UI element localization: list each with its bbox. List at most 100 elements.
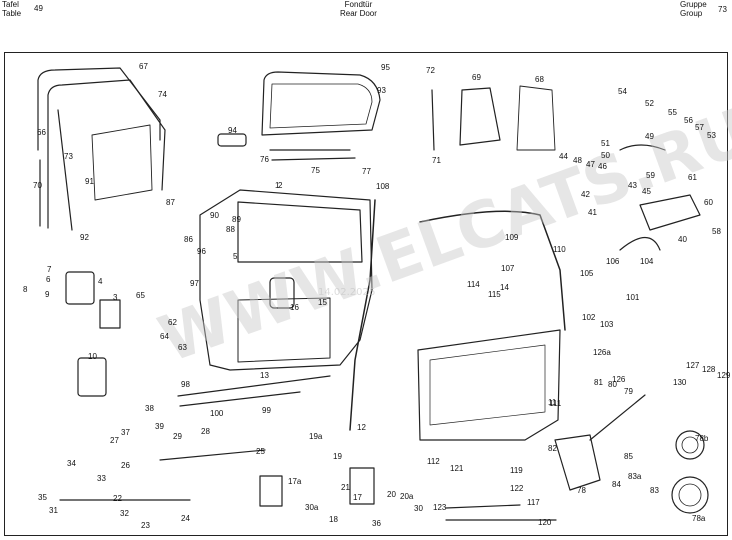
title-en: Rear Door bbox=[340, 9, 377, 18]
hinge-part bbox=[65, 271, 95, 305]
door-lock-part bbox=[259, 475, 283, 507]
callout-label: 89 bbox=[232, 215, 241, 224]
callout-label: 107 bbox=[501, 264, 515, 273]
callout-label: 114 bbox=[467, 280, 480, 289]
callout-label: 37 bbox=[121, 428, 130, 437]
diagram-frame bbox=[4, 52, 728, 536]
window-regulator-part bbox=[554, 434, 601, 491]
callout-label: 42 bbox=[581, 190, 590, 199]
callout-label: 40 bbox=[678, 235, 687, 244]
window-seal-part bbox=[47, 79, 166, 229]
callout-label: 84 bbox=[612, 480, 621, 489]
callout-label: 55 bbox=[668, 108, 677, 117]
callout-label: 104 bbox=[640, 257, 654, 266]
callout-label: 130 bbox=[673, 378, 687, 387]
callout-label: 73 bbox=[64, 152, 73, 161]
quarter-glass-part bbox=[261, 71, 381, 136]
callout-label: 103 bbox=[600, 320, 614, 329]
callout-label: 85 bbox=[624, 452, 633, 461]
callout-label: 110 bbox=[553, 245, 566, 254]
callout-label: 78 bbox=[577, 486, 586, 495]
rail-strip-upper-part bbox=[445, 504, 521, 509]
trim-panel-inner-part bbox=[429, 344, 546, 426]
table-label: Tafel Table bbox=[2, 0, 21, 18]
group-label-de: Gruppe bbox=[680, 0, 707, 9]
table-label-de: Tafel bbox=[2, 0, 19, 9]
callout-label: 18 bbox=[329, 515, 338, 524]
callout-label: 106 bbox=[606, 257, 620, 266]
watermark-date: 14.02.2026 bbox=[318, 287, 375, 298]
callout-label: 14 bbox=[500, 283, 509, 292]
callout-label: 64 bbox=[160, 332, 169, 341]
callout-label: 111 bbox=[549, 399, 562, 408]
callout-label: 99 bbox=[262, 406, 271, 415]
callout-label: 56 bbox=[684, 116, 693, 125]
callout-label: 6 bbox=[46, 275, 51, 284]
callout-label: 49 bbox=[645, 132, 654, 141]
page-title: Fondtür Rear Door bbox=[340, 0, 377, 18]
callout-label: 100 bbox=[210, 409, 224, 418]
callout-label: 82 bbox=[548, 444, 557, 453]
title-de: Fondtür bbox=[344, 0, 373, 9]
window-glass-part bbox=[91, 124, 153, 201]
callout-label: 119 bbox=[510, 466, 523, 475]
callout-label: 11 bbox=[548, 398, 557, 407]
callout-label: 34 bbox=[67, 459, 76, 468]
callout-label: 128 bbox=[702, 365, 716, 374]
callout-label: 53 bbox=[707, 131, 716, 140]
callout-label: 120 bbox=[538, 518, 552, 527]
callout-label: 70 bbox=[33, 181, 42, 190]
callout-label: 72 bbox=[426, 66, 435, 75]
callout-label: 87 bbox=[166, 198, 175, 207]
callout-label: 88 bbox=[226, 225, 235, 234]
callout-label: 112 bbox=[427, 457, 440, 466]
channel-part bbox=[57, 109, 73, 231]
callout-label: 79 bbox=[624, 387, 633, 396]
group-label-en: Group bbox=[680, 9, 703, 18]
callout-label: 33 bbox=[97, 474, 106, 483]
callout-label: 41 bbox=[588, 208, 597, 217]
callout-label: 17a bbox=[288, 477, 302, 486]
callout-label: 71 bbox=[432, 156, 441, 165]
callout-label: 81 bbox=[594, 378, 603, 387]
callout-label: 129 bbox=[717, 371, 731, 380]
callout-label: 21 bbox=[341, 483, 350, 492]
spring-coil-part bbox=[681, 436, 699, 454]
callout-label: 46 bbox=[598, 162, 607, 171]
rubber-seal-part bbox=[419, 210, 566, 331]
spring-part bbox=[675, 430, 705, 460]
callout-label: 17 bbox=[353, 493, 362, 502]
callout-label: 24 bbox=[181, 514, 190, 523]
group-number: 73 bbox=[718, 5, 727, 14]
callout-label: 15 bbox=[318, 298, 327, 307]
callout-label: 7 bbox=[47, 265, 52, 274]
callout-label: 27 bbox=[110, 436, 119, 445]
callout-label: 83 bbox=[650, 486, 659, 495]
sill-strip-part bbox=[177, 375, 331, 397]
window-frame-part bbox=[37, 67, 161, 151]
callout-label: 32 bbox=[120, 509, 129, 518]
callout-label: 76 bbox=[260, 155, 269, 164]
callout-label: 98 bbox=[181, 380, 190, 389]
callout-label: 101 bbox=[626, 293, 640, 302]
callout-label: 31 bbox=[49, 506, 58, 515]
callout-label: 121 bbox=[450, 464, 464, 473]
callout-label: 20 bbox=[387, 490, 396, 499]
callout-label: 48 bbox=[573, 156, 582, 165]
callout-label: 66 bbox=[37, 128, 46, 137]
callout-label: 13 bbox=[260, 371, 269, 380]
callout-label: 35 bbox=[38, 493, 47, 502]
callout-label: 69 bbox=[472, 73, 481, 82]
callout-label: 115 bbox=[488, 290, 501, 299]
callout-label: 78a bbox=[692, 514, 706, 523]
callout-label: 12 bbox=[357, 423, 366, 432]
callout-label: 19 bbox=[333, 452, 342, 461]
callout-label: 5 bbox=[233, 252, 238, 261]
callout-label: 36 bbox=[372, 519, 381, 528]
callout-label: 30a bbox=[305, 503, 319, 512]
regulator-arm-part bbox=[589, 394, 646, 441]
callout-label: 39 bbox=[155, 422, 164, 431]
